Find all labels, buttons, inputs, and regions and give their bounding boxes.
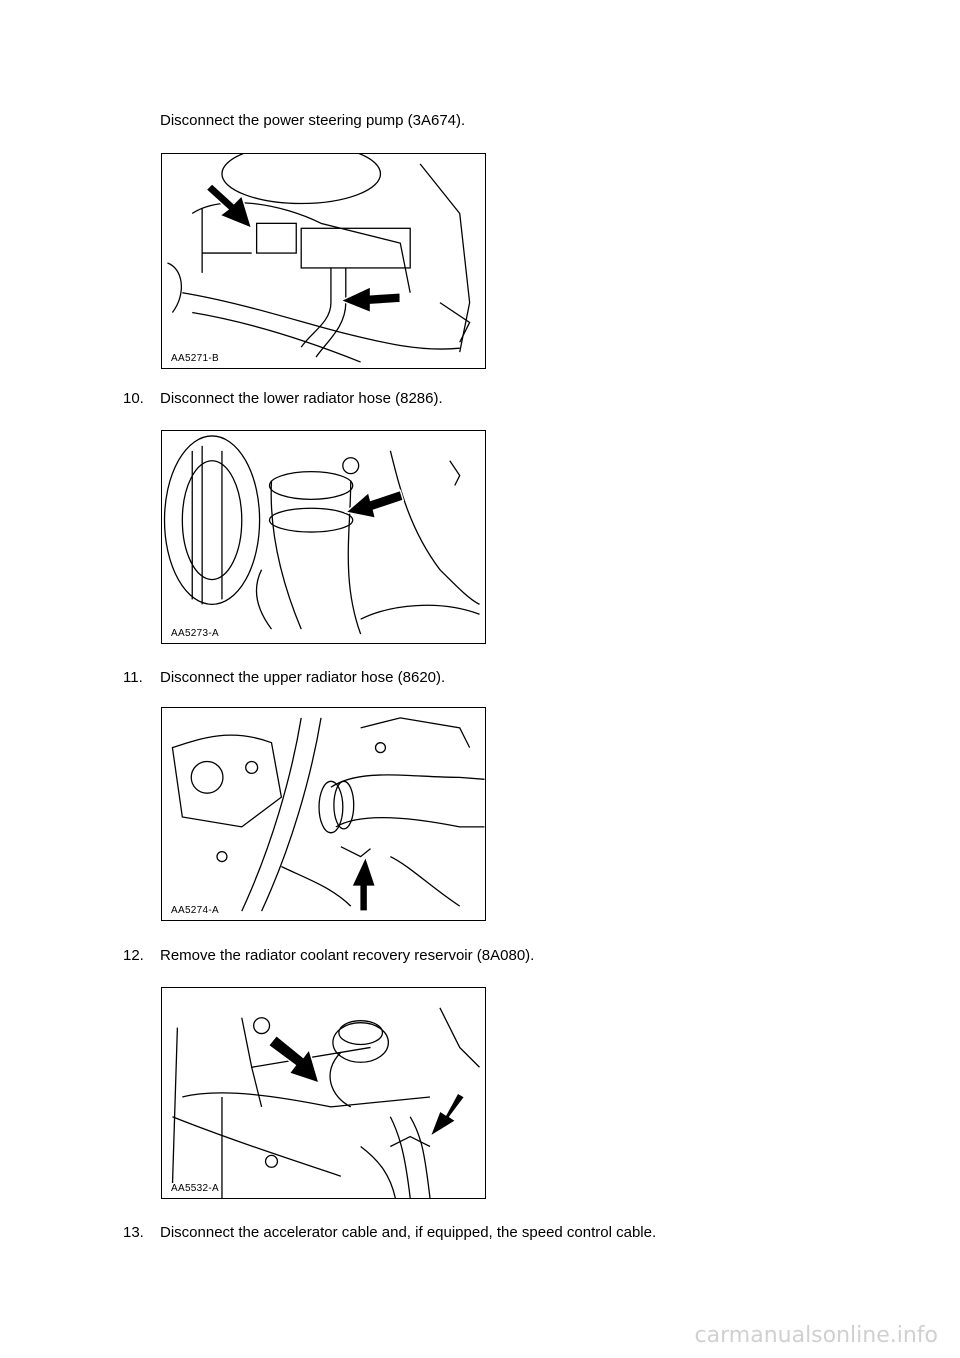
figure-label: AA5274-A [170,905,220,916]
figure-upper-radiator-hose: AA5274-A [161,707,486,921]
step-text: Disconnect the accelerator cable and, if… [160,1224,657,1241]
step-text: Remove the radiator coolant recovery res… [160,947,535,964]
illustration-upper-hose [171,717,485,912]
figure-coolant-recovery-reservoir: AA5532-A [161,987,486,1199]
watermark: carmanualsonline.info [694,1323,938,1348]
step-text: Disconnect the power steering pump (3A67… [160,112,466,129]
figure-label: AA5271-B [170,353,220,364]
step-number: 12. [123,947,144,964]
illustration-reservoir [171,1007,480,1198]
step-text: Disconnect the lower radiator hose (8286… [160,390,443,407]
illustration-power-steering [167,154,471,363]
figure-power-steering-pump: AA5271-B [161,153,486,369]
step-number: 13. [123,1224,144,1241]
figure-label: AA5273-A [170,628,220,639]
step-text: Disconnect the upper radiator hose (8620… [160,669,446,686]
step-number: 10. [123,390,144,407]
figure-label: AA5532-A [170,1183,220,1194]
figure-lower-radiator-hose: AA5273-A [161,430,486,644]
illustration-lower-hose [163,435,480,635]
step-number: 11. [123,669,143,686]
